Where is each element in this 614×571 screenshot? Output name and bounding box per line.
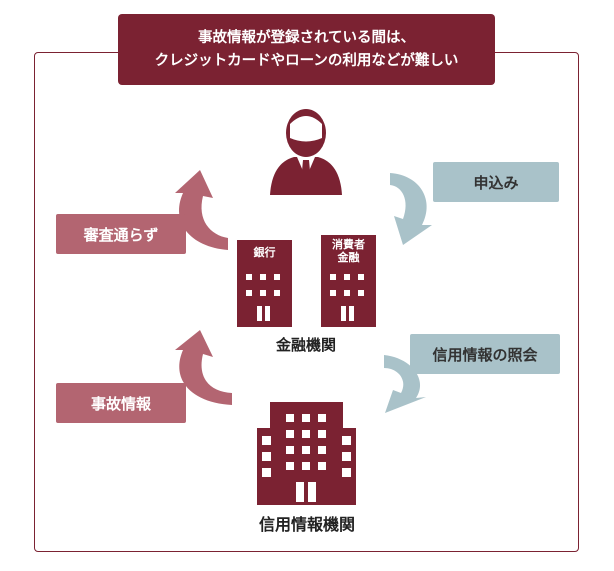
consumer-finance-label: 消費者 金融: [321, 238, 376, 264]
bank-building-icon: [237, 240, 292, 327]
financial-institution-caption: 金融機関: [275, 336, 336, 354]
banner-line-2: クレジットカードやローンの利用などが難しい: [154, 52, 459, 69]
apply-tag: 申込み: [433, 162, 559, 202]
credit-bureau-caption: 信用情報機関: [258, 515, 355, 534]
consumer-finance-label-line-1: 消費者: [332, 238, 365, 251]
review-fail-arrow: [175, 170, 228, 250]
credit-bureau-building-icon: [257, 402, 356, 505]
consumer-finance-label-line-2: 金融: [337, 251, 360, 264]
credit-inquiry-arrow: [384, 355, 426, 413]
bank-label: 銀行: [253, 246, 276, 259]
accident-info-arrow: [175, 330, 232, 405]
consumer-finance-building-icon: [321, 235, 376, 327]
accident-info-tag: 事故情報: [56, 383, 186, 423]
banner-line-1: 事故情報が登録されている間は、: [197, 29, 416, 46]
credit-inquiry-tag: 信用情報の照会: [410, 334, 560, 374]
review-fail-tag: 審査通らず: [56, 214, 186, 254]
apply-arrow: [390, 173, 432, 245]
header-banner: 事故情報が登録されている間は、 クレジットカードやローンの利用などが難しい: [118, 14, 495, 85]
person-icon: [270, 109, 342, 195]
